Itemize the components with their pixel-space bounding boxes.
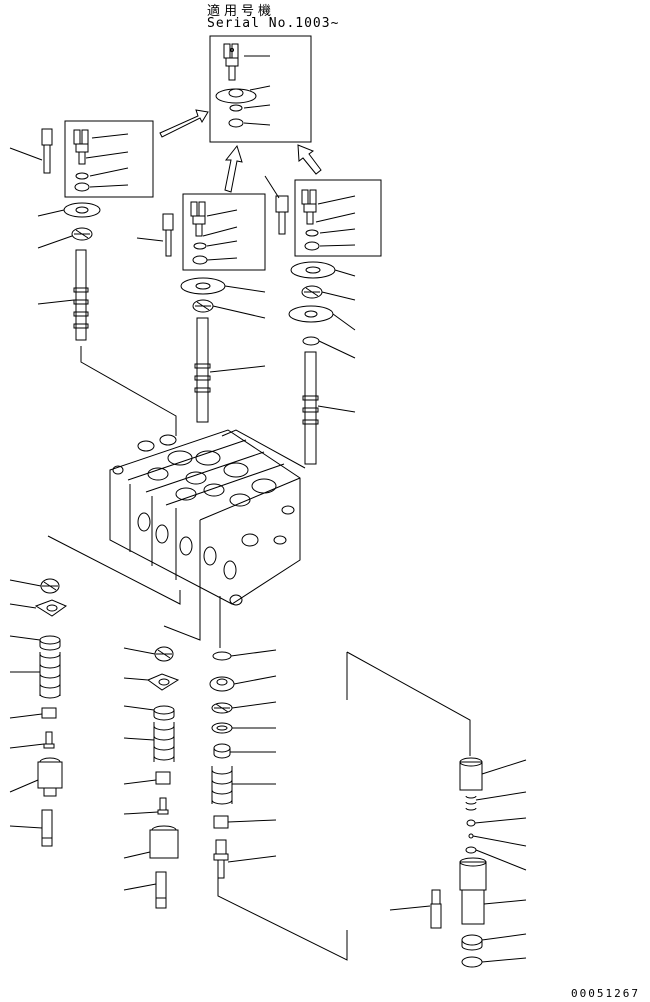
valve-body bbox=[110, 430, 300, 605]
spool-assembly-right bbox=[289, 262, 355, 464]
spring-stack-center bbox=[210, 650, 276, 878]
detail-box-right bbox=[265, 176, 381, 256]
relief-valve-assembly bbox=[390, 758, 526, 967]
detail-box-top bbox=[210, 36, 311, 142]
detail-box-middle bbox=[137, 194, 265, 270]
serial-number-label: Serial No.1003~ bbox=[207, 16, 340, 31]
arrow-middle bbox=[225, 146, 242, 192]
arrow-left bbox=[160, 110, 208, 137]
applicability-title: 適用号機 bbox=[207, 4, 276, 19]
spring-stack-middle bbox=[124, 647, 178, 908]
leader-lines bbox=[48, 346, 470, 960]
spool-assembly-middle bbox=[181, 278, 265, 422]
detail-box-left bbox=[10, 121, 153, 197]
spool-assembly-left bbox=[38, 203, 100, 340]
document-number: 00051267 bbox=[571, 987, 640, 1000]
arrow-right bbox=[298, 145, 321, 174]
spring-stack-left bbox=[10, 579, 66, 846]
